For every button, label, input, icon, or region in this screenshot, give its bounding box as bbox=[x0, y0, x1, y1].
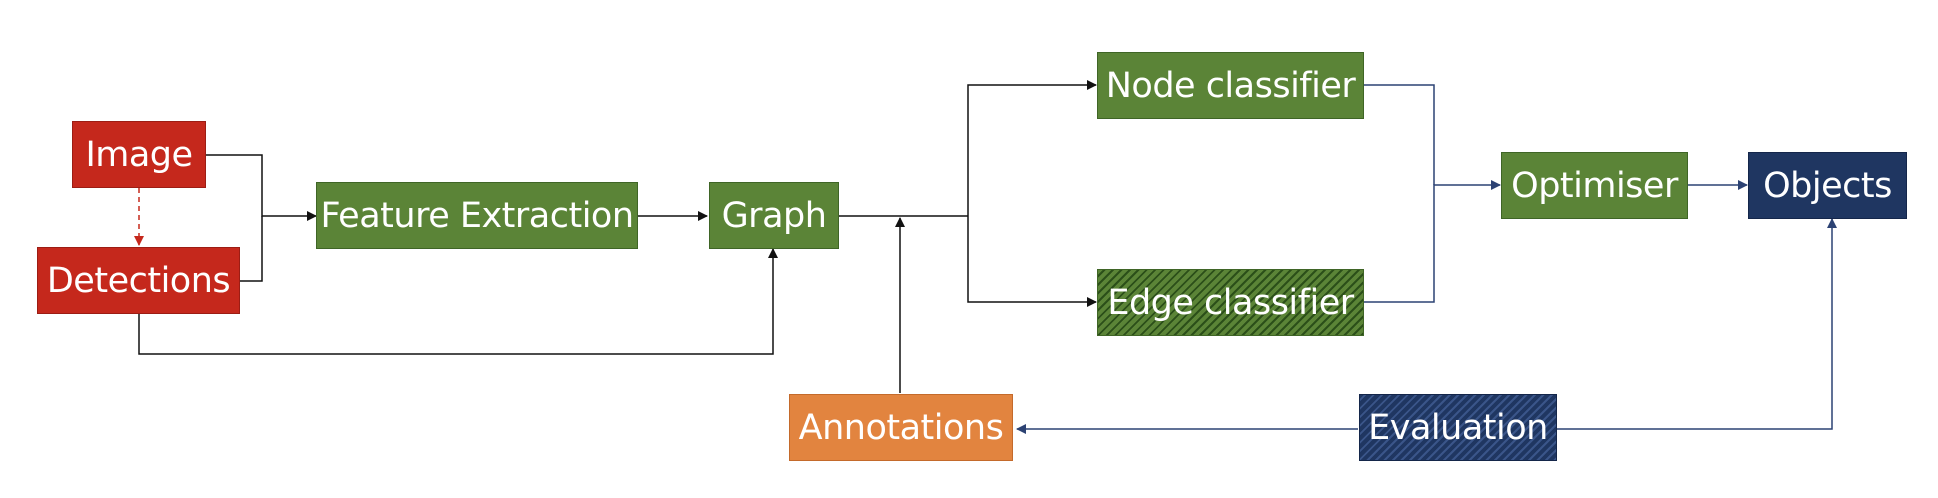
connector-node-classifier-to-optimiser bbox=[1364, 84, 1435, 185]
node-evaluation: Evaluation bbox=[1359, 394, 1557, 461]
connector-split-to-node-classifier bbox=[967, 80, 1097, 216]
node-node-classifier: Node classifier bbox=[1097, 52, 1364, 119]
node-evaluation-label: Evaluation bbox=[1368, 407, 1548, 448]
connector-detections-to-feature-extraction bbox=[240, 216, 263, 282]
node-edge-classifier: Edge classifier bbox=[1097, 269, 1364, 336]
node-annotations-label: Annotations bbox=[798, 407, 1004, 448]
node-edge-classifier-label: Edge classifier bbox=[1107, 282, 1354, 323]
node-optimiser-label: Optimiser bbox=[1511, 165, 1678, 206]
node-graph: Graph bbox=[709, 182, 839, 249]
node-detections-label: Detections bbox=[46, 260, 231, 301]
node-node-classifier-label: Node classifier bbox=[1105, 65, 1356, 106]
node-feature-extraction-label: Feature Extraction bbox=[320, 195, 634, 236]
node-objects: Objects bbox=[1748, 152, 1907, 219]
node-graph-label: Graph bbox=[721, 195, 827, 236]
connector-edge-classifier-to-optimiser bbox=[1364, 180, 1501, 303]
node-image-label: Image bbox=[85, 134, 193, 175]
node-annotations: Annotations bbox=[789, 394, 1013, 461]
connector-detections-to-graph bbox=[138, 248, 778, 355]
node-feature-extraction: Feature Extraction bbox=[316, 182, 638, 249]
node-objects-label: Objects bbox=[1763, 165, 1892, 206]
node-image: Image bbox=[72, 121, 206, 188]
connector-image-to-feature-extraction bbox=[206, 154, 317, 221]
node-optimiser: Optimiser bbox=[1501, 152, 1688, 219]
node-detections: Detections bbox=[37, 247, 240, 314]
connector-evaluation-to-objects bbox=[1557, 218, 1837, 430]
connector-split-to-edge-classifier bbox=[967, 216, 1097, 307]
